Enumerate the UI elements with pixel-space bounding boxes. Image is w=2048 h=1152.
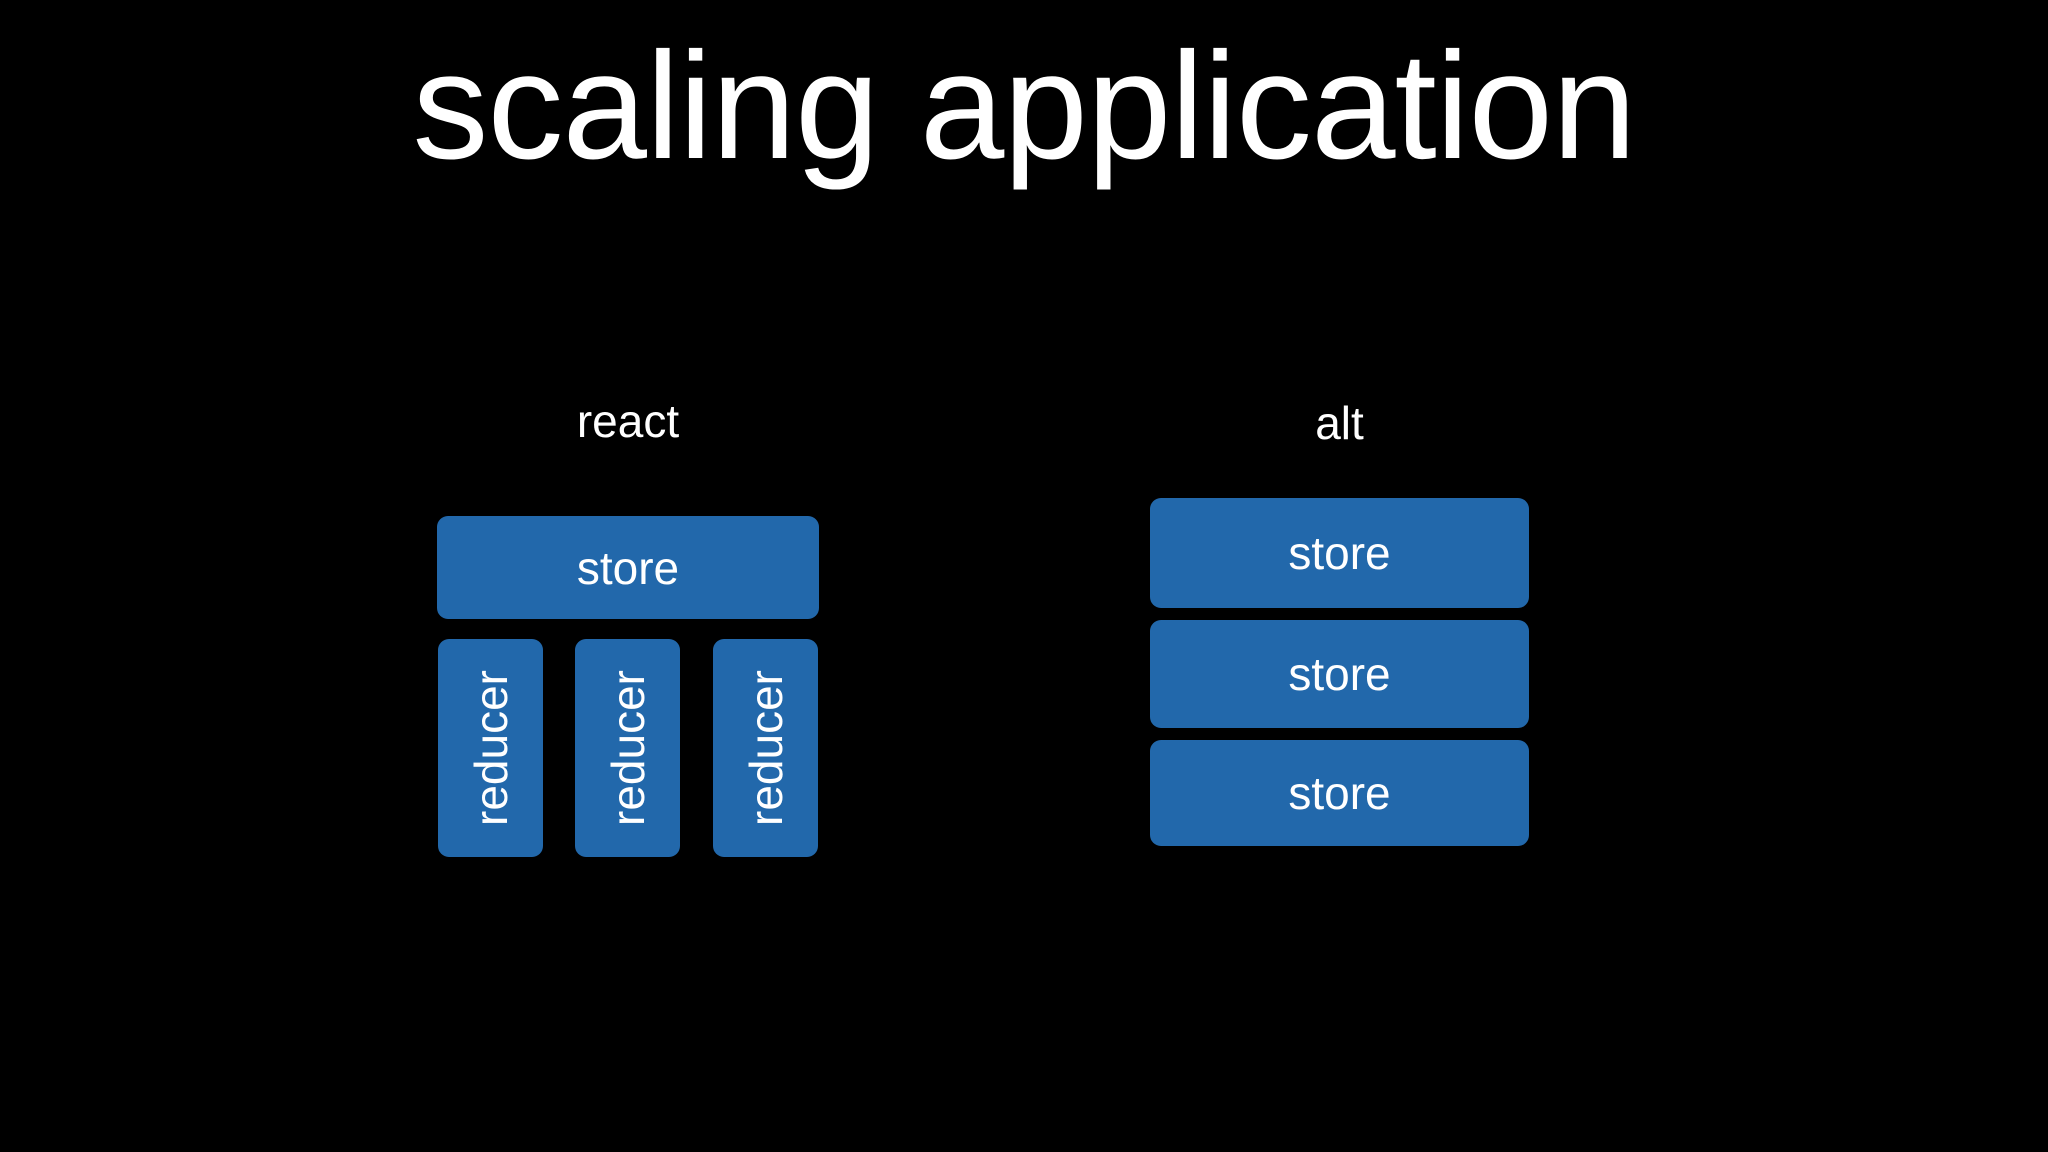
alt-store-label: store: [1288, 648, 1391, 700]
column-label-alt: alt: [1315, 397, 1364, 449]
react-store-box: store: [437, 516, 819, 619]
alt-store-box: store: [1150, 620, 1529, 728]
react-reducer-label: reducer: [739, 670, 792, 826]
alt-store-label: store: [1288, 767, 1391, 819]
react-reducer-label: reducer: [464, 670, 517, 826]
react-reducer-box: reducer: [438, 639, 543, 857]
react-architecture-group: store reducer reducer reducer: [437, 516, 819, 857]
alt-store-label: store: [1288, 527, 1391, 579]
column-label-react: react: [576, 395, 680, 447]
alt-architecture-group: store store store: [1150, 498, 1529, 846]
alt-store-box: store: [1150, 740, 1529, 846]
alt-store-box: store: [1150, 498, 1529, 608]
page-title: scaling application: [412, 21, 1636, 191]
react-reducer-box: reducer: [575, 639, 680, 857]
react-reducer-label: reducer: [601, 670, 654, 826]
react-store-label: store: [576, 541, 680, 594]
react-reducer-box: reducer: [713, 639, 818, 857]
